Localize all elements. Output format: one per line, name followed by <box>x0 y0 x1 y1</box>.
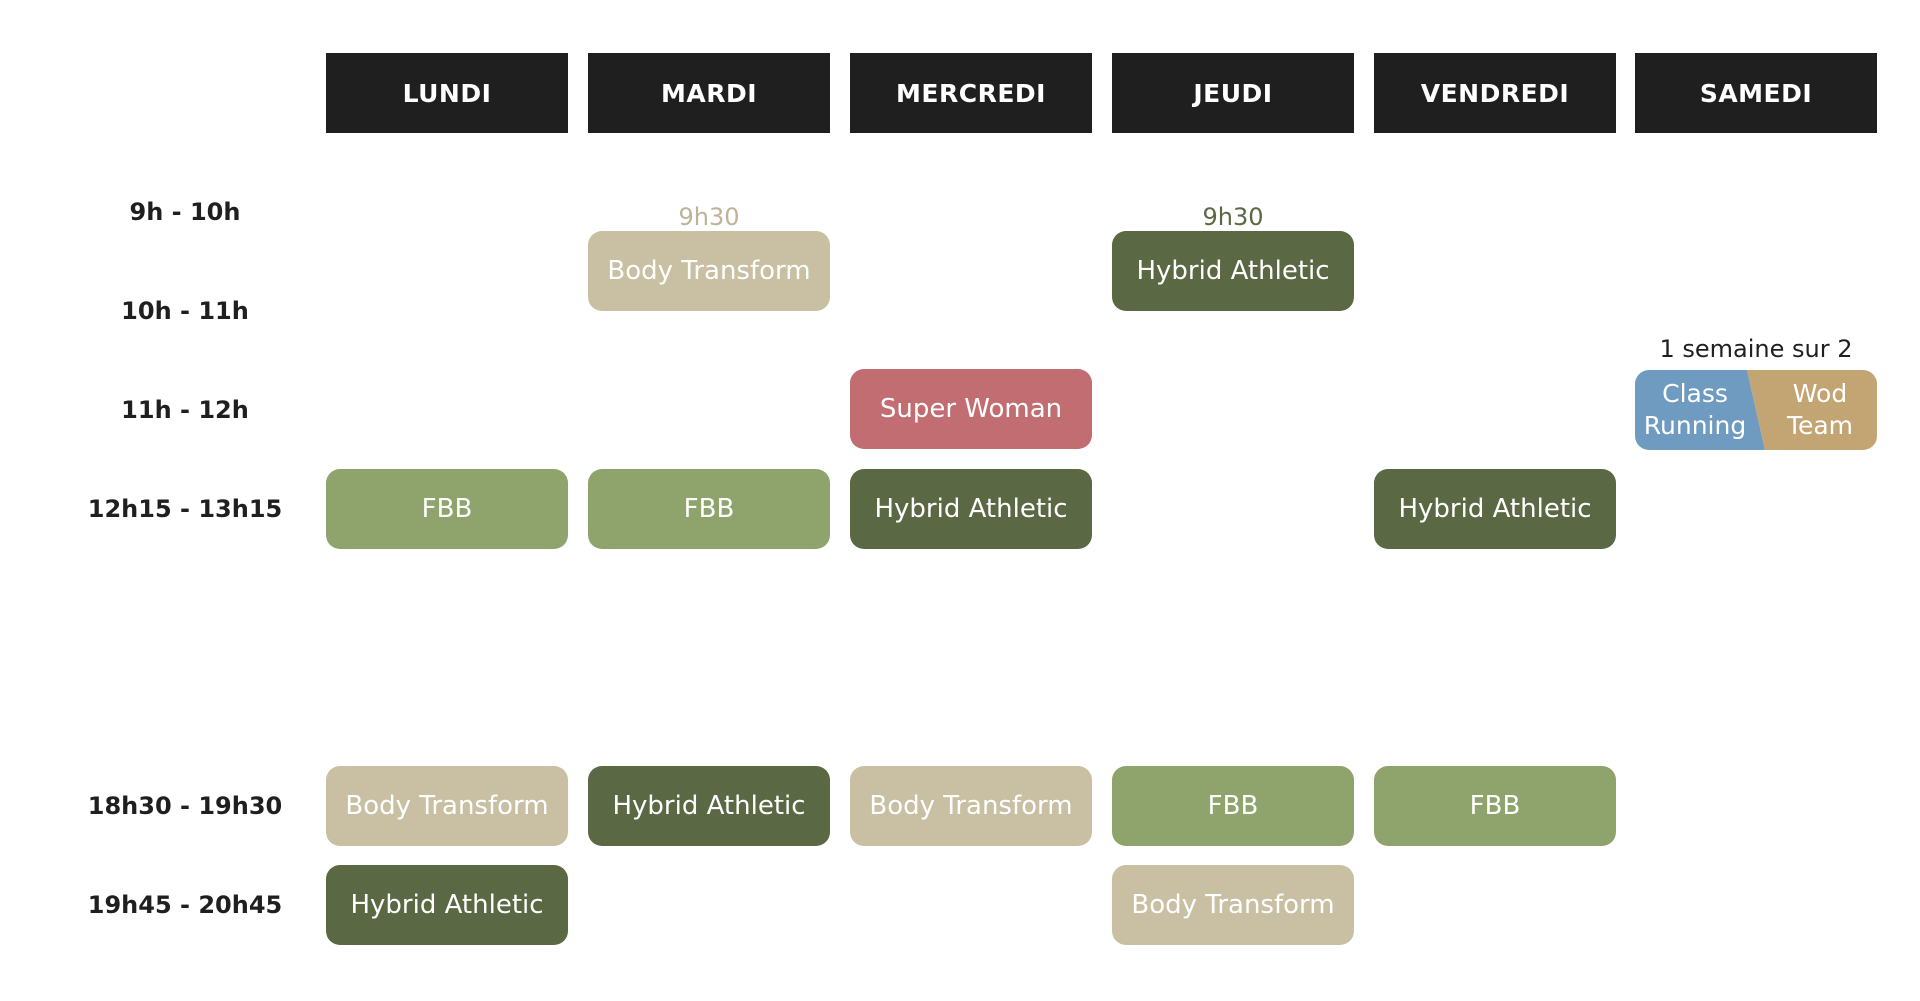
wod-team-line1: Wod <box>1792 379 1848 408</box>
time-label-12h15: 12h15 - 13h15 <box>87 495 283 523</box>
wod-team-line2: Team <box>1786 411 1854 440</box>
class-block-lundi-body-transform[interactable]: Body Transform <box>326 766 568 846</box>
class-block-mercredi-body-transform[interactable]: Body Transform <box>850 766 1092 846</box>
wod-team-label: Wod Team <box>1763 370 1877 450</box>
time-label-19h45: 19h45 - 20h45 <box>87 891 283 919</box>
class-block-mardi-fbb[interactable]: FBB <box>588 469 830 549</box>
day-header-mercredi: MERCREDI <box>850 53 1092 133</box>
class-block-mardi-body-transform[interactable]: Body Transform <box>588 231 830 311</box>
class-block-jeudi-fbb[interactable]: FBB <box>1112 766 1354 846</box>
note-samedi-alternate: 1 semaine sur 2 <box>1659 335 1853 363</box>
day-header-vendredi: VENDREDI <box>1374 53 1616 133</box>
note-jeudi-9h30: 9h30 <box>1202 203 1264 231</box>
class-running-line1: Class <box>1662 379 1728 408</box>
day-header-lundi: LUNDI <box>326 53 568 133</box>
time-label-10h: 10h - 11h <box>121 297 249 325</box>
class-running-line2: Running <box>1643 411 1747 440</box>
split-background <box>1635 370 1877 450</box>
class-block-jeudi-hybrid-athletic[interactable]: Hybrid Athletic <box>1112 231 1354 311</box>
day-header-mardi: MARDI <box>588 53 830 133</box>
time-label-11h: 11h - 12h <box>121 396 249 424</box>
class-block-mercredi-super-woman[interactable]: Super Woman <box>850 369 1092 449</box>
day-header-jeudi: JEUDI <box>1112 53 1354 133</box>
class-block-lundi-hybrid-athletic[interactable]: Hybrid Athletic <box>326 865 568 945</box>
day-header-samedi: SAMEDI <box>1635 53 1877 133</box>
class-block-samedi-split[interactable]: Class Running Wod Team <box>1635 370 1877 450</box>
note-mardi-9h30: 9h30 <box>678 203 740 231</box>
class-block-mardi-hybrid-athletic[interactable]: Hybrid Athletic <box>588 766 830 846</box>
class-block-vendredi-fbb[interactable]: FBB <box>1374 766 1616 846</box>
time-label-9h: 9h - 10h <box>129 198 241 226</box>
class-block-mercredi-hybrid-athletic[interactable]: Hybrid Athletic <box>850 469 1092 549</box>
class-block-lundi-fbb[interactable]: FBB <box>326 469 568 549</box>
time-label-18h30: 18h30 - 19h30 <box>87 792 283 820</box>
class-block-vendredi-hybrid-athletic[interactable]: Hybrid Athletic <box>1374 469 1616 549</box>
class-block-jeudi-body-transform[interactable]: Body Transform <box>1112 865 1354 945</box>
class-running-label: Class Running <box>1635 370 1755 450</box>
